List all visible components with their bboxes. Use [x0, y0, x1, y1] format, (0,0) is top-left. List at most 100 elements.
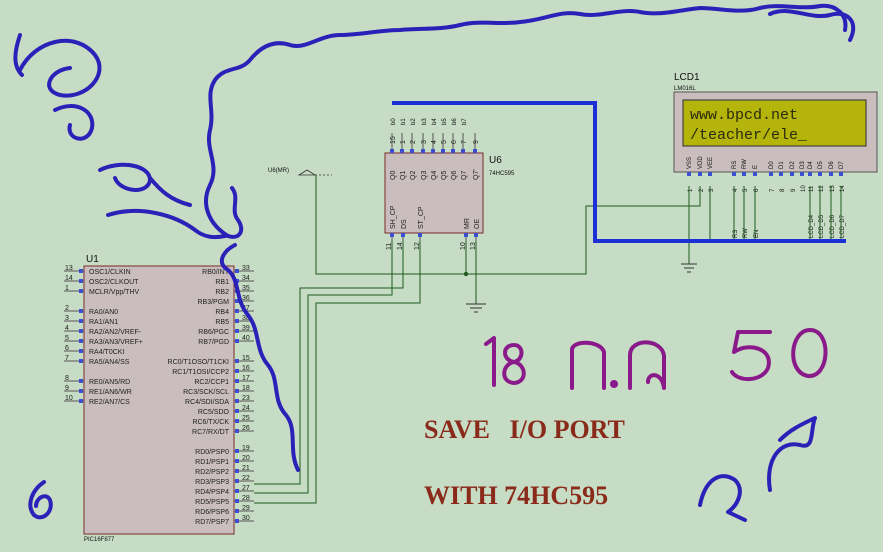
u1-pin-number: 18 [242, 385, 250, 392]
probe-u6-mr[interactable]: U6(MR) [268, 168, 332, 176]
u1-pin-name: RC3/SCK/SCL [183, 389, 229, 396]
u1-pin-name: RD5/PSP5 [195, 499, 229, 506]
u1-pin-number: 5 [65, 335, 69, 342]
u1-pin-name: OSC1/CLKIN [89, 269, 131, 276]
u1-pin-number: 14 [65, 275, 73, 282]
u6-pin-name: Q1 [400, 171, 407, 180]
lcd-line1: www.bpcd.net [690, 107, 798, 124]
u6-pin-number: 4 [431, 140, 438, 144]
u1-pin-name: RB3/PGM [197, 299, 229, 306]
lcd-line2: /teacher/ele_ [690, 127, 808, 144]
u1-pin-number: 37 [242, 305, 250, 312]
lcd-pin-name: RS [732, 161, 738, 169]
lcd-screen [682, 99, 867, 147]
handwritten-scribble [13, 3, 856, 520]
u6-pin-name: Q7 [461, 171, 468, 180]
pin-marker [235, 409, 239, 413]
lcd-pin-number: 8 [780, 188, 786, 192]
pin-marker [235, 459, 239, 463]
u1-pin-name: RA5/AN4/SS [89, 359, 130, 366]
lcd-pin-name: D2 [790, 161, 796, 169]
lcd-pin-name: RW [742, 159, 748, 169]
pin-marker [235, 489, 239, 493]
lcd-pin-number: 11 [809, 185, 815, 192]
u1-pin-name: RB7/PGD [198, 339, 229, 346]
data-bus [392, 101, 846, 243]
u6-pin-name: Q7' [473, 169, 480, 180]
pin-marker [451, 149, 455, 153]
u1-pin-number: 3 [65, 315, 69, 322]
lcd-pin-number: 14 [840, 185, 846, 192]
u1-pin-number: 22 [242, 475, 250, 482]
pin-marker [235, 429, 239, 433]
pin-marker [441, 149, 445, 153]
u1-pin-number: 9 [65, 385, 69, 392]
wire-rd5-stcp [254, 241, 421, 504]
lcd-pin-number: 13 [830, 185, 836, 192]
lcd-pin-number: 6 [754, 188, 760, 192]
u6-pin-number: 7 [461, 140, 468, 144]
pin-marker [235, 309, 239, 313]
lcd-pin-name: D5 [818, 161, 824, 169]
pin-marker [410, 149, 414, 153]
pin-marker [818, 172, 822, 176]
u1-pin-number: 20 [242, 455, 250, 462]
wire-rd4-shcp [254, 241, 393, 494]
u6-pin-number: 3 [421, 140, 428, 144]
pin-marker [235, 359, 239, 363]
pin-marker [235, 469, 239, 473]
lcd-module[interactable]: LCD1 LM016L www.bpcd.net /teacher/ele_ V… [673, 72, 878, 238]
u6-shift-register[interactable]: U6 74HC595 15Q01Q12Q23Q34Q45Q56Q67Q79Q7'… [384, 118, 515, 250]
pin-marker [235, 479, 239, 483]
lcd-pin-number: 4 [733, 188, 739, 192]
u1-pin-name: OSC2/CLKOUT [89, 279, 139, 286]
pin-marker [708, 172, 712, 176]
u1-part: PIC16F877 [84, 537, 115, 543]
u1-pin-name: RC6/TX/CK [192, 419, 229, 426]
lcd-pin-name: D3 [800, 161, 806, 169]
pin-marker [235, 329, 239, 333]
u6-pin-number: 10 [460, 242, 467, 250]
u6-ref: U6 [489, 155, 502, 166]
u6-pin-number: 14 [397, 242, 404, 250]
pin-marker [753, 172, 757, 176]
lcd-pin-number: 9 [791, 188, 797, 192]
pin-marker [235, 269, 239, 273]
lcd-pin-name: D1 [779, 161, 785, 169]
handwritten-date [484, 328, 828, 390]
u6-pin-name: OE [474, 219, 481, 229]
u1-pin-number: 40 [242, 335, 250, 342]
u1-pin-name: RB6/PGC [198, 329, 229, 336]
u1-microcontroller[interactable]: U1 13OSC1/CLKIN14OSC2/CLKOUT1MCLR/Vpp/TH… [64, 254, 254, 543]
u1-pin-name: RC2/CCP1 [194, 379, 229, 386]
u1-pin-name: RC7/RX/DT [192, 429, 230, 436]
note-line2: WITH 74HC595 [424, 481, 608, 510]
u1-pin-number: 28 [242, 495, 250, 502]
pin-marker [687, 172, 691, 176]
u1-pin-number: 34 [242, 275, 250, 282]
wire-rd3-ds [254, 241, 404, 485]
u1-pin-number: 10 [65, 395, 73, 402]
u6-body [384, 152, 484, 234]
lcd-pin-name: D0 [769, 161, 775, 169]
u1-pin-number: 7 [65, 355, 69, 362]
ground-symbol-u6 [466, 303, 486, 313]
u1-ref: U1 [86, 254, 99, 265]
u1-pin-number: 35 [242, 285, 250, 292]
u1-pin-name: RA0/AN0 [89, 309, 118, 316]
lcd-pin-number: 7 [770, 188, 776, 192]
u1-pin-number: 21 [242, 465, 250, 472]
u1-pin-number: 13 [65, 265, 73, 272]
u6-pin-number: 5 [441, 140, 448, 144]
junction-dot [463, 271, 469, 277]
lcd-pin-name: D6 [829, 161, 835, 169]
u1-pin-number: 25 [242, 415, 250, 422]
u1-pin-number: 16 [242, 365, 250, 372]
u1-pin-name: RA2/AN2/VREF- [89, 329, 142, 336]
pin-marker [79, 289, 83, 293]
u1-pin-number: 39 [242, 325, 250, 332]
u6-net-label: b7 [462, 118, 468, 125]
